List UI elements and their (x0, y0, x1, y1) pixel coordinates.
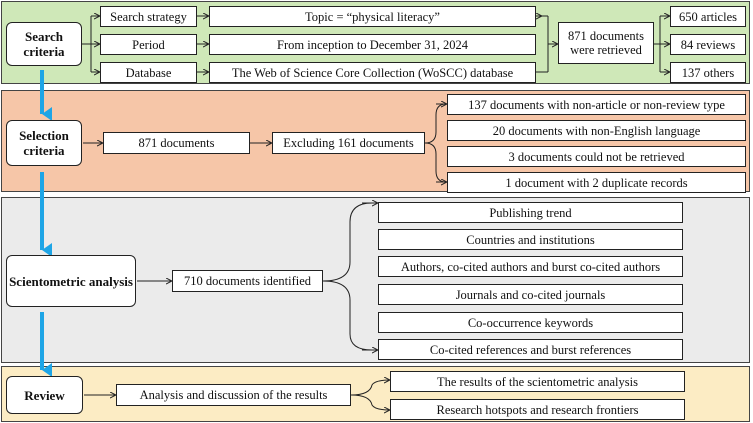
analysis-item-authors: Authors, co-cited authors and burst co-c… (378, 256, 683, 277)
exclusion-reason-unretrievable: 3 documents could not be retrieved (447, 146, 746, 167)
exclusion-reason-type: 137 documents with non-article or non-re… (447, 94, 746, 115)
period-value: From inception to December 31, 2024 (209, 34, 536, 55)
analysis-item-countries-institutions: Countries and institutions (378, 229, 683, 250)
discussion-box: Analysis and discussion of the results (116, 384, 351, 406)
analysis-item-references: Co-cited references and burst references (378, 339, 683, 360)
identified-documents-box: 710 documents identified (172, 270, 323, 292)
database-value: The Web of Science Core Collection (WoSC… (209, 62, 536, 83)
database-label: Database (100, 62, 197, 83)
exclusion-reason-duplicates: 1 document with 2 duplicate records (447, 172, 746, 193)
others-count-box: 137 others (670, 62, 746, 83)
reviews-count-box: 84 reviews (670, 34, 746, 55)
stage-selection-criteria: Selection criteria (6, 120, 82, 166)
retrieved-documents-box: 871 documents were retrieved (558, 22, 654, 64)
search-strategy-value: Topic = “physical literacy” (209, 6, 536, 27)
analysis-item-keywords: Co-occurrence keywords (378, 312, 683, 333)
articles-count-box: 650 articles (670, 6, 746, 27)
analysis-item-publishing-trend: Publishing trend (378, 202, 683, 223)
stage-scientometric-analysis: Scientometric analysis (6, 255, 136, 307)
analysis-item-journals: Journals and co-cited journals (378, 284, 683, 305)
period-label: Period (100, 34, 197, 55)
review-output-hotspots: Research hotspots and research frontiers (390, 399, 685, 420)
stage-search-criteria: Search criteria (6, 22, 82, 66)
excluding-documents-box: Excluding 161 documents (272, 132, 425, 154)
stage-review: Review (6, 376, 83, 414)
start-documents-box: 871 documents (103, 132, 250, 154)
review-output-results: The results of the scientometric analysi… (390, 371, 685, 392)
search-strategy-label: Search strategy (100, 6, 197, 27)
exclusion-reason-language: 20 documents with non-English language (447, 120, 746, 141)
